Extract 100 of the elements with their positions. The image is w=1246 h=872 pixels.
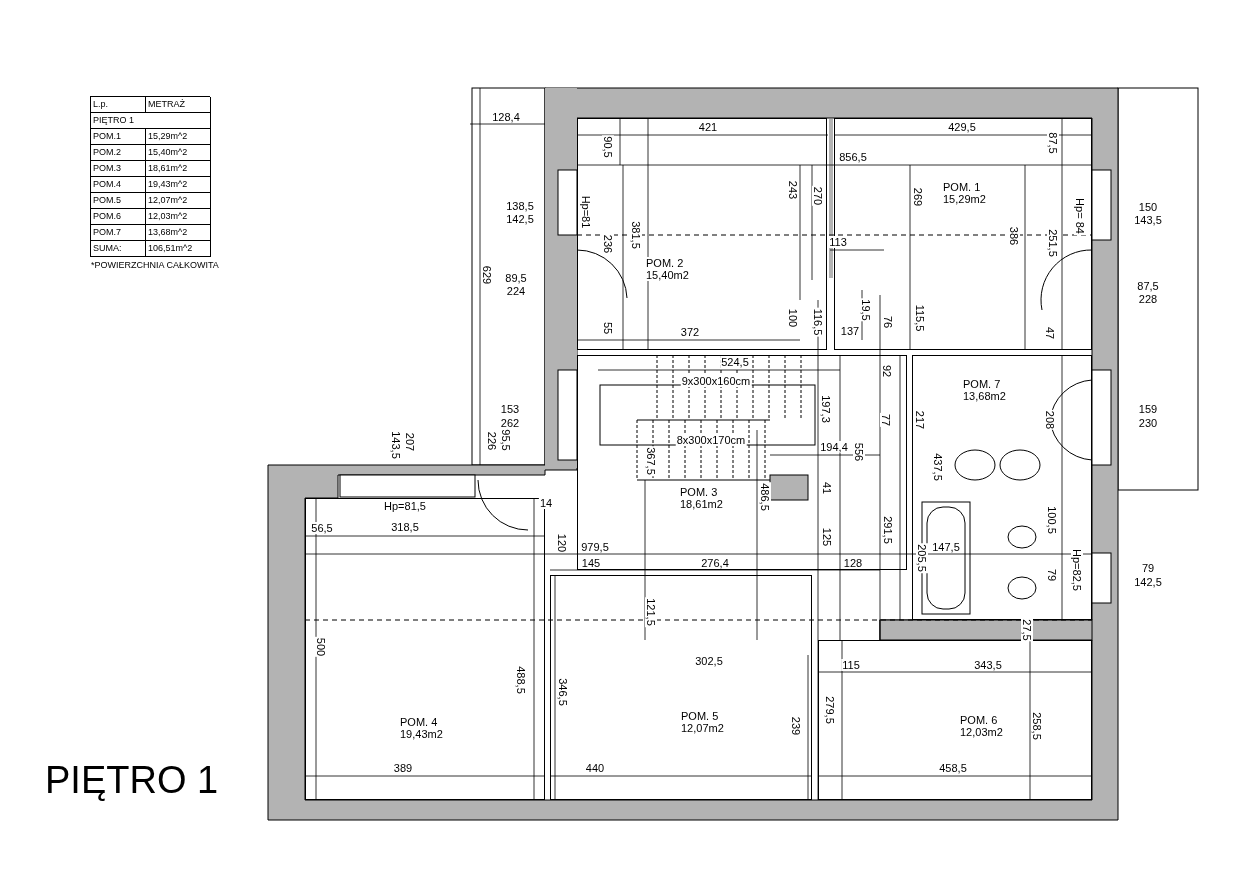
dimension-text: 279,5 — [824, 695, 836, 725]
dimension-text: 243 — [787, 179, 799, 201]
dimension-text: 194,4 — [819, 441, 849, 453]
dimension-text: 77 — [880, 412, 892, 428]
dimension-text: 207 — [404, 431, 416, 453]
dimension-text: 9x300x160cm — [680, 375, 752, 387]
room-area: 12,03m2 — [960, 726, 1003, 738]
dimension-text: 137 — [839, 325, 861, 337]
dimension-text: 262 — [499, 417, 521, 429]
table-cell: L.p. — [91, 97, 146, 113]
dimension-text: 92 — [881, 363, 893, 379]
dimension-text: 143,5 — [1133, 214, 1163, 226]
dimension-text: 440 — [584, 762, 606, 774]
dimension-text: 115,5 — [914, 303, 926, 333]
dimension-text: 228 — [1137, 293, 1159, 305]
table-cell: SUMA: — [91, 241, 146, 257]
dimension-text: 95,5 — [500, 428, 512, 452]
table-cell: METRAŻ — [146, 97, 211, 113]
dimension-text: 556 — [853, 441, 865, 463]
dimension-text: 41 — [821, 480, 833, 496]
table-cell: POM.1 — [91, 129, 146, 145]
dimension-text: 429,5 — [947, 121, 977, 133]
room-area: 15,40m2 — [646, 269, 689, 281]
dimension-text: 8x300x170cm — [675, 434, 747, 446]
dimension-text: 27,5 — [1021, 618, 1033, 642]
table-cell: 12,07m^2 — [146, 193, 211, 209]
floor-title: PIĘTRO 1 — [45, 758, 219, 802]
dimension-text: 19,5 — [860, 298, 872, 322]
room-area: 19,43m2 — [400, 728, 443, 740]
dimension-text: 87,5 — [1136, 280, 1160, 292]
dimension-text: 276,4 — [700, 557, 730, 569]
dimension-text: 145 — [580, 557, 602, 569]
dimension-text: 389 — [392, 762, 414, 774]
table-cell: POM.6 — [91, 209, 146, 225]
table-cell: 15,29m^2 — [146, 129, 211, 145]
table-cell: 18,61m^2 — [146, 161, 211, 177]
dimension-text: 121,5 — [645, 597, 657, 627]
dimension-text: 230 — [1137, 417, 1159, 429]
dimension-text: 367,5 — [645, 446, 657, 476]
table-cell: POM.3 — [91, 161, 146, 177]
dimension-text: 150 — [1137, 201, 1159, 213]
table-cell: POM.2 — [91, 145, 146, 161]
dimension-text: 14 — [538, 497, 554, 509]
dimension-text: Hp=81,5 — [383, 500, 427, 512]
dimension-text: 56,5 — [310, 522, 334, 534]
table-note: *POWIERZCHNIA CAŁKOWITA — [91, 259, 219, 272]
dimension-text: 116,5 — [812, 307, 824, 337]
dimension-text: 500 — [315, 636, 327, 658]
room-area: 15,29m2 — [943, 193, 986, 205]
dimension-text: 208 — [1044, 409, 1056, 431]
dimension-text: 524,5 — [720, 356, 750, 368]
dimension-text: 372 — [679, 326, 701, 338]
dimension-text: 113 — [828, 236, 848, 248]
dimension-text: 87,5 — [1047, 131, 1059, 155]
dimension-text: 236 — [602, 233, 614, 255]
table-cell: 15,40m^2 — [146, 145, 211, 161]
dimension-text: 302,5 — [694, 655, 724, 667]
dimension-text: Hp= 84 — [1074, 197, 1086, 235]
dimension-text: 79 — [1140, 562, 1156, 574]
dimension-text: 115 — [841, 659, 861, 671]
dimension-text: 258,5 — [1031, 711, 1043, 741]
dimension-text: 128,4 — [491, 111, 521, 123]
table-cell: 106,51m^2 — [146, 241, 211, 257]
dimension-text: 270 — [812, 185, 824, 207]
room-area: 13,68m2 — [963, 390, 1006, 402]
dimension-text: Hp=82,5 — [1071, 548, 1083, 592]
dimension-text: 318,5 — [390, 521, 420, 533]
dimension-text: 269 — [912, 186, 924, 208]
dimension-text: 76 — [882, 314, 894, 330]
dimension-text: 125 — [821, 526, 833, 548]
table-cell: PIĘTRO 1 — [91, 113, 211, 129]
dimension-text: 153 — [499, 403, 521, 415]
dimension-text: 251,5 — [1047, 228, 1059, 258]
dimension-text: 217 — [914, 409, 926, 431]
dimension-text: 142,5 — [505, 213, 535, 225]
table-cell: POM.4 — [91, 177, 146, 193]
dimension-text: Hp=81 — [580, 194, 592, 230]
dimension-text: 386 — [1008, 225, 1020, 247]
dimension-text: 100 — [787, 307, 799, 329]
dimension-text: 90,5 — [602, 135, 614, 159]
dimension-text: 486,5 — [759, 482, 771, 512]
dimension-text: 224 — [505, 285, 527, 297]
dimension-text: 629 — [481, 264, 493, 286]
dimension-text: 147,5 — [931, 541, 961, 553]
room-area: 18,61m2 — [680, 498, 723, 510]
table-cell: 13,68m^2 — [146, 225, 211, 241]
dimension-text: 239 — [790, 715, 802, 737]
dimension-text: 343,5 — [973, 659, 1003, 671]
dimension-text: 100,5 — [1046, 505, 1058, 535]
dimension-text: 346,5 — [557, 677, 569, 707]
dimension-text: 421 — [697, 121, 719, 133]
dimension-text: 79 — [1046, 567, 1058, 583]
dimension-text: 856,5 — [838, 151, 868, 163]
dimension-text: 226 — [486, 430, 498, 452]
dimension-text: 197,3 — [820, 394, 832, 424]
dimension-text: 979,5 — [580, 541, 610, 553]
table-cell: 19,43m^2 — [146, 177, 211, 193]
dimension-text: 128 — [842, 557, 864, 569]
dimension-text: 138,5 — [505, 200, 535, 212]
dimension-text: 381,5 — [630, 220, 642, 250]
